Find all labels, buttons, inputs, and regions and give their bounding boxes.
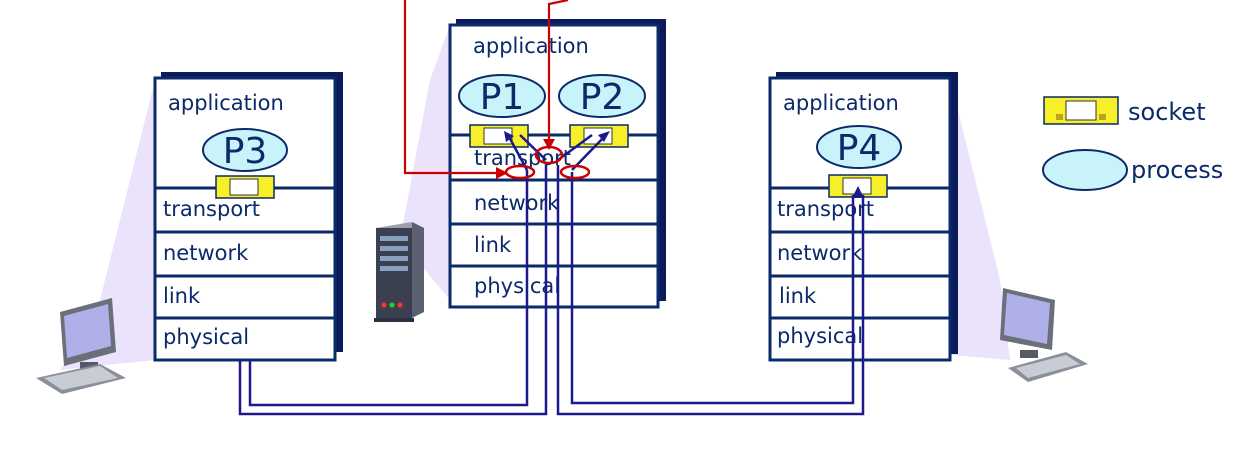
legend-process-icon (1042, 149, 1128, 191)
left-host-stack: application transport network link physi… (153, 72, 343, 362)
process-p3 (202, 128, 288, 172)
left-physical-label: physical (163, 325, 249, 349)
arrowhead-p2 (598, 131, 610, 142)
server-application-label: application (473, 34, 589, 58)
left-host-shade (60, 80, 155, 370)
right-physical-label: physical (777, 324, 863, 348)
right-network-label: network (777, 241, 863, 265)
arrowhead-red-top (543, 139, 555, 150)
right-host-stack: application transport network link physi… (768, 72, 958, 362)
process-p4 (816, 125, 902, 169)
process-p4-label: P4 (837, 128, 882, 169)
left-application-label: application (168, 91, 284, 115)
left-computer-icon (36, 298, 126, 394)
arrowhead-red-left (496, 167, 508, 179)
server-link-label: link (474, 233, 512, 257)
right-transport-label: transport (777, 197, 874, 221)
socket-ports (504, 145, 591, 180)
legend: socket process (1042, 96, 1223, 191)
process-p1 (458, 74, 546, 118)
process-p1-label: P1 (480, 77, 525, 118)
demux-lines (403, 0, 569, 175)
right-host-shade (950, 78, 1010, 360)
process-p2 (558, 74, 646, 118)
process-p2-label: P2 (580, 77, 625, 118)
right-computer-icon (1000, 288, 1088, 382)
legend-socket-icon (1043, 96, 1119, 125)
legend-process-label: process (1131, 156, 1223, 184)
socket-p3 (215, 175, 275, 199)
arrowhead-p4 (852, 186, 864, 198)
left-link-label: link (163, 284, 201, 308)
right-application-label: application (783, 91, 899, 115)
legend-socket-label: socket (1128, 98, 1206, 126)
left-transport-label: transport (163, 197, 260, 221)
process-p3-label: P3 (223, 131, 268, 172)
right-link-label: link (779, 284, 817, 308)
left-network-label: network (163, 241, 249, 265)
arrowhead-p1 (504, 131, 514, 142)
server-icon (374, 222, 424, 322)
network-links (238, 133, 865, 416)
